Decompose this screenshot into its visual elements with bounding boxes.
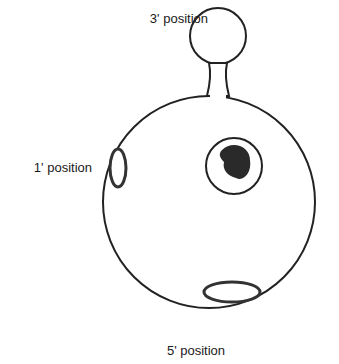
central-spot [220,145,250,179]
main-sphere [103,96,315,308]
position-label: 3' position [150,12,208,26]
central-ring [206,138,262,194]
neck-joint [210,94,226,99]
position-label: 5' position [167,344,225,358]
one-prime-site [110,149,126,187]
five-prime-site [204,282,260,302]
neck [207,63,229,96]
position-label: 1' position [34,161,92,175]
